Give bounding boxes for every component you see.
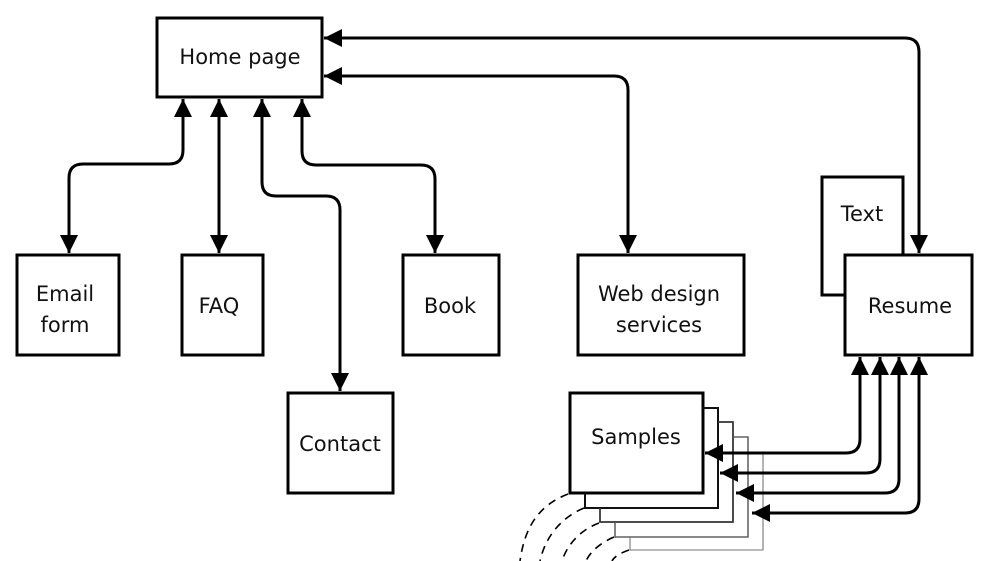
- edges-resume-samples: [705, 357, 928, 522]
- node-text-label: Text: [840, 202, 883, 226]
- node-samples-label: Samples: [591, 425, 681, 449]
- node-book[interactable]: Book: [401, 253, 501, 357]
- node-book-label: Book: [424, 294, 477, 318]
- node-email-label-line2: form: [41, 313, 90, 337]
- edge-home-resume[interactable]: [324, 29, 928, 253]
- edge-home-book[interactable]: [293, 99, 444, 253]
- node-resume-label: Resume: [868, 294, 952, 318]
- dashed-arc-3: [561, 522, 600, 561]
- edges: [60, 29, 928, 391]
- samples-continuation-arcs: [519, 493, 630, 561]
- samples-page-0[interactable]: Samples: [568, 391, 705, 495]
- node-webdesign-label-line1: Web design: [598, 282, 720, 306]
- node-faq-label: FAQ: [199, 294, 240, 318]
- node-contact-label: Contact: [299, 432, 381, 456]
- node-email-label-line1: Email: [36, 282, 94, 306]
- dashed-arc-5: [611, 549, 630, 561]
- node-contact[interactable]: Contact: [286, 391, 395, 495]
- node-web-design-services[interactable]: Web design services: [576, 253, 746, 357]
- node-home[interactable]: Home page: [155, 16, 324, 99]
- node-faq[interactable]: FAQ: [180, 253, 265, 357]
- dashed-arc-1: [519, 493, 569, 561]
- dashed-arc-4: [585, 536, 615, 561]
- node-home-label: Home page: [179, 45, 300, 69]
- node-resume[interactable]: Resume: [843, 253, 974, 357]
- node-email-form[interactable]: Email form: [15, 253, 121, 357]
- edge-resume-samples-4[interactable]: [752, 357, 928, 522]
- edge-home-email[interactable]: [60, 99, 192, 253]
- dashed-arc-2: [539, 507, 585, 561]
- node-webdesign-label-line2: services: [616, 313, 702, 337]
